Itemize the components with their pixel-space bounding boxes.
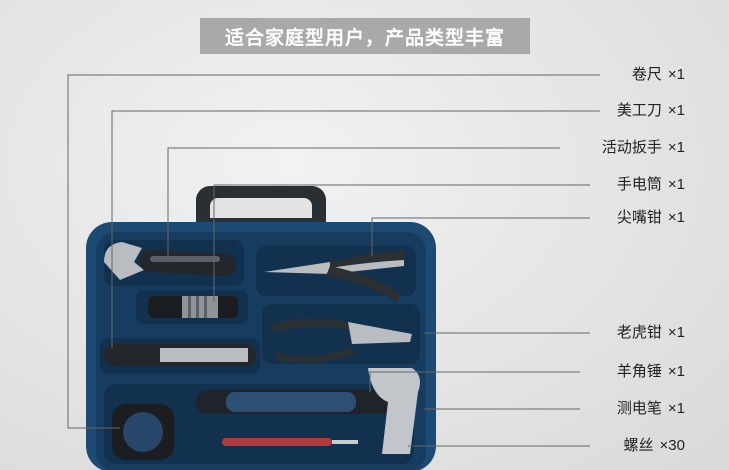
item-qty: ×1	[667, 139, 685, 156]
leader-line-flashlight	[213, 184, 590, 302]
item-name: 螺丝	[623, 437, 654, 454]
item-name: 美工刀	[616, 102, 662, 119]
label-adjustable-wrench: 活动扳手 ×1	[602, 139, 685, 157]
leader-line-hammer	[369, 371, 580, 392]
item-qty: ×30	[659, 437, 685, 454]
tape-measure	[112, 404, 174, 460]
utility-knife	[104, 344, 256, 366]
label-combination-pliers: 老虎钳 ×1	[617, 324, 685, 342]
voltage-tester	[222, 438, 358, 446]
item-qty: ×1	[667, 209, 685, 226]
item-qty: ×1	[667, 176, 685, 193]
item-name: 活动扳手	[601, 139, 662, 156]
item-qty: ×1	[667, 363, 685, 380]
item-name: 羊角锤	[616, 363, 662, 380]
leader-line-tape	[67, 74, 600, 429]
label-screws: 螺丝 ×30	[624, 437, 685, 455]
leader-line-needle-pliers	[371, 217, 590, 256]
banner-title: 适合家庭型用户，产品类型丰富	[200, 18, 530, 54]
adjustable-wrench	[104, 242, 237, 280]
leader-line-knife	[111, 110, 600, 348]
leader-lines	[67, 74, 600, 447]
label-claw-hammer: 羊角锤 ×1	[617, 363, 685, 381]
label-flashlight: 手电筒 ×1	[617, 176, 685, 194]
leader-line-wrench	[167, 147, 560, 258]
item-qty: ×1	[667, 66, 685, 83]
item-qty: ×1	[667, 324, 685, 341]
flashlight	[148, 296, 238, 318]
label-needle-nose-pliers: 尖嘴钳 ×1	[617, 209, 685, 227]
item-name: 测电笔	[616, 400, 662, 417]
item-name: 卷尺	[631, 66, 662, 83]
item-name: 老虎钳	[616, 324, 662, 341]
item-name: 尖嘴钳	[616, 209, 662, 226]
label-utility-knife: 美工刀 ×1	[617, 102, 685, 120]
combination-pliers	[272, 318, 412, 363]
item-qty: ×1	[667, 102, 685, 119]
claw-hammer	[196, 368, 420, 454]
item-name: 手电筒	[616, 176, 662, 193]
needle-nose-pliers	[264, 250, 404, 302]
label-tape-measure: 卷尺 ×1	[632, 66, 685, 84]
item-qty: ×1	[667, 400, 685, 417]
label-voltage-tester: 测电笔 ×1	[617, 400, 685, 418]
